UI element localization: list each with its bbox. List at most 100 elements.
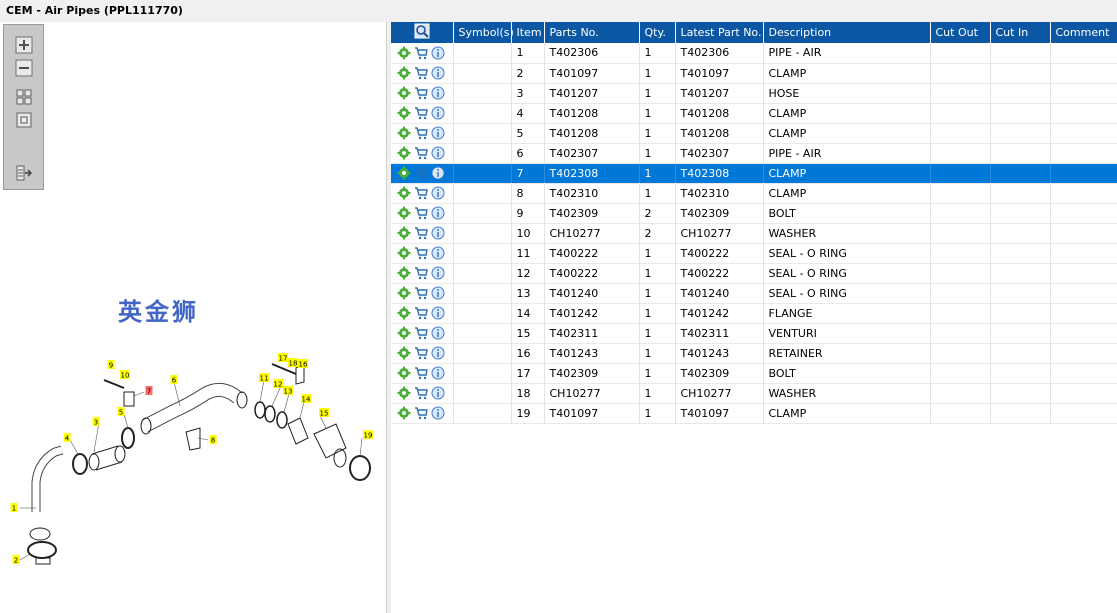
column-header-symbols[interactable]: Symbol(s) <box>453 22 514 43</box>
cart-icon[interactable] <box>414 86 428 100</box>
cart-icon[interactable] <box>414 266 428 280</box>
callout-19[interactable]: 19 <box>363 430 373 440</box>
callout-2[interactable]: 2 <box>12 555 20 565</box>
info-icon[interactable] <box>431 326 445 340</box>
cart-icon[interactable] <box>414 46 428 60</box>
cart-icon[interactable] <box>414 326 428 340</box>
info-icon[interactable] <box>431 306 445 320</box>
gear-icon[interactable] <box>397 206 411 220</box>
callout-14[interactable]: 14 <box>301 394 311 404</box>
zoom-in-icon[interactable] <box>15 36 33 54</box>
info-icon[interactable] <box>431 126 445 140</box>
info-icon[interactable] <box>431 286 445 300</box>
info-icon[interactable] <box>431 266 445 280</box>
actual-size-icon[interactable] <box>15 111 33 129</box>
cart-icon[interactable] <box>414 66 428 80</box>
column-header-item[interactable]: Item <box>511 22 545 43</box>
fit-all-icon[interactable] <box>15 88 33 106</box>
info-icon[interactable] <box>431 206 445 220</box>
info-icon[interactable] <box>431 386 445 400</box>
cart-icon[interactable] <box>414 226 428 240</box>
info-icon[interactable] <box>431 86 445 100</box>
cart-icon[interactable] <box>414 106 428 120</box>
callout-15[interactable]: 15 <box>319 408 329 418</box>
cart-icon[interactable] <box>414 206 428 220</box>
cart-icon[interactable] <box>414 306 428 320</box>
gear-icon[interactable] <box>397 346 411 360</box>
column-header-comment[interactable]: Comment <box>1050 22 1117 43</box>
column-header-cut-out[interactable]: Cut Out <box>930 22 991 43</box>
list-export-icon[interactable] <box>15 164 33 182</box>
callout-6[interactable]: 6 <box>170 375 178 385</box>
gear-icon[interactable] <box>397 286 411 300</box>
column-header-qty[interactable]: Qty. <box>639 22 676 43</box>
callout-9[interactable]: 9 <box>107 360 115 370</box>
callout-7[interactable]: 7 <box>145 386 153 396</box>
callout-3[interactable]: 3 <box>92 417 100 427</box>
gear-icon[interactable] <box>397 406 411 420</box>
callout-12[interactable]: 12 <box>273 379 283 389</box>
gear-icon[interactable] <box>397 386 411 400</box>
cart-icon[interactable] <box>414 186 428 200</box>
gear-icon[interactable] <box>397 126 411 140</box>
cart-icon[interactable] <box>414 406 428 420</box>
gear-icon[interactable] <box>397 226 411 240</box>
column-header-latest-part-no[interactable]: Latest Part No. <box>675 22 764 43</box>
zoom-out-icon[interactable] <box>15 59 33 77</box>
info-icon[interactable] <box>431 46 445 60</box>
gear-icon[interactable] <box>397 186 411 200</box>
callout-11[interactable]: 11 <box>259 373 269 383</box>
callout-8[interactable]: 8 <box>209 435 217 445</box>
callout-13[interactable]: 13 <box>283 386 293 396</box>
column-header-description[interactable]: Description <box>763 22 931 43</box>
info-icon[interactable] <box>431 186 445 200</box>
cart-icon[interactable] <box>414 346 428 360</box>
gear-icon[interactable] <box>397 366 411 380</box>
info-icon[interactable] <box>431 366 445 380</box>
gear-icon[interactable] <box>397 46 411 60</box>
column-header-search[interactable] <box>391 22 454 43</box>
gear-icon[interactable] <box>397 306 411 320</box>
parts-list-pane[interactable]: Symbol(s) Item Parts No. Qty. Latest Par… <box>391 22 1117 613</box>
info-icon[interactable] <box>431 106 445 120</box>
callout-18[interactable]: 18 <box>288 358 298 368</box>
column-header-cut-in[interactable]: Cut In <box>990 22 1051 43</box>
gear-icon[interactable] <box>397 246 411 260</box>
cart-icon[interactable] <box>414 286 428 300</box>
callout-1[interactable]: 1 <box>10 503 18 513</box>
gear-icon[interactable] <box>397 266 411 280</box>
info-icon[interactable] <box>431 146 445 160</box>
cart-icon[interactable] <box>414 146 428 160</box>
cart-icon[interactable] <box>414 386 428 400</box>
callout-17[interactable]: 17 <box>278 353 288 363</box>
info-icon[interactable] <box>431 406 445 420</box>
gear-icon[interactable] <box>397 146 411 160</box>
callout-4[interactable]: 4 <box>63 433 71 443</box>
column-search-icon[interactable] <box>414 23 430 39</box>
callout-5[interactable]: 5 <box>117 407 125 417</box>
info-icon[interactable] <box>431 166 445 180</box>
gear-icon[interactable] <box>397 166 411 180</box>
cart-icon[interactable] <box>414 366 428 380</box>
cart-icon[interactable] <box>414 166 428 180</box>
cart-icon[interactable] <box>414 246 428 260</box>
